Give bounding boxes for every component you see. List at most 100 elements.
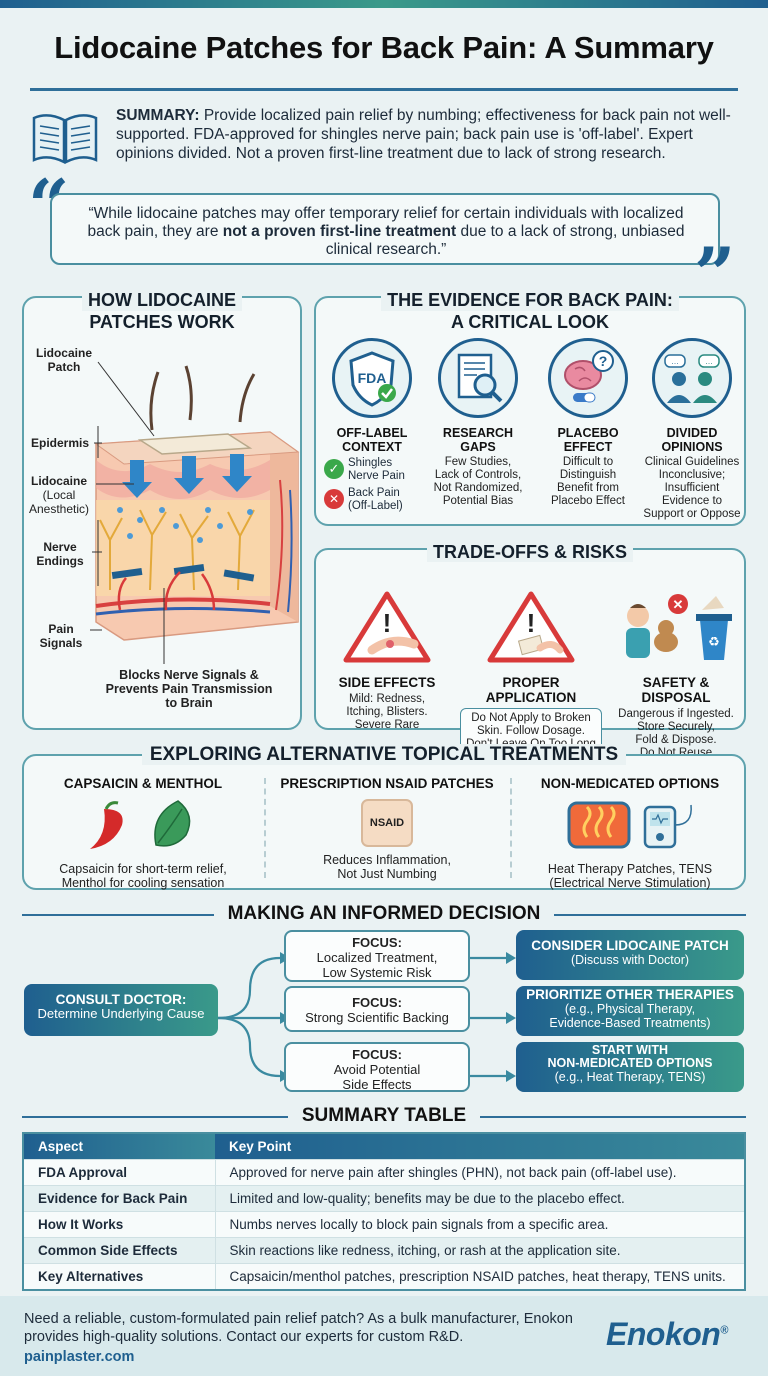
top-accent-bar <box>0 0 768 8</box>
page-title: Lidocaine Patches for Back Pain: A Summa… <box>54 30 714 65</box>
head-line: RESEARCH <box>442 426 514 440</box>
safety-heading: SAFETY & DISPOSAL <box>641 675 711 705</box>
result-body: (Discuss with Doctor) <box>570 953 690 967</box>
table-rule-right <box>480 1116 746 1118</box>
how-title-line1: HOW LIDOCAINE <box>82 289 242 311</box>
focus-line: Avoid Potential <box>333 1062 421 1077</box>
body-line: Severe Rare <box>354 719 420 731</box>
nonmed-column: NON-MEDICATED OPTIONS Heat Therapy Patch… <box>512 776 748 890</box>
quote-box: “While lidocaine patches may offer tempo… <box>50 193 720 265</box>
result-consider-lidocaine: CONSIDER LIDOCAINE PATCH(Discuss with Do… <box>516 930 744 980</box>
enokon-logo: Enokon® <box>606 1316 728 1353</box>
nsaid-heading: PRESCRIPTION NSAID PATCHES <box>280 776 494 791</box>
svg-text:♻: ♻ <box>708 635 720 650</box>
body-line: (Electrical Nerve Stimulation) <box>549 876 711 890</box>
epidermis-label: Epidermis <box>30 436 90 450</box>
body-line: Reduces Inflammation, <box>323 853 451 867</box>
table-cell: Common Side Effects <box>23 1237 216 1264</box>
body-line: Dangerous if Ingested. <box>618 708 734 720</box>
label-line: Patch <box>47 360 81 374</box>
focus-label: FOCUS: <box>352 935 402 950</box>
check-icon: ✓ <box>324 459 344 479</box>
body-line: Menthol for cooling sensation <box>61 876 225 890</box>
label-line: Lidocaine <box>35 346 92 360</box>
item-line: Shingles <box>348 457 393 469</box>
quote-emphasis: not a proven first-line treatment <box>222 223 457 240</box>
table-cell: Skin reactions like redness, itching, or… <box>215 1237 745 1264</box>
risks-title: TRADE-OFFS & RISKS <box>316 541 744 563</box>
label-line: Lidocaine <box>30 474 87 488</box>
body-line: Do Not Apply to Broken <box>471 712 591 724</box>
side-effects-body: Mild: Redness,Itching, Blisters.Severe R… <box>322 693 452 732</box>
table-cell: Key Alternatives <box>23 1263 216 1290</box>
capsaicin-column: CAPSAICIN & MENTHOL Capsaicin for short-… <box>24 776 262 890</box>
body-line: Insufficient <box>664 482 720 494</box>
table-cell: Capsaicin/menthol patches, prescription … <box>215 1263 745 1290</box>
label-line: Signals <box>39 636 83 650</box>
fda-badge-text: FDA <box>358 370 387 386</box>
body-line: Lack of Controls, <box>434 469 522 481</box>
column-divider <box>264 778 266 878</box>
offlabel-backpain-item: ✕ Back Pain(Off-Label) <box>322 487 422 513</box>
safety-column: ✕ ♻ SAFETY & DISPOSAL Dangerous if Ingest… <box>610 590 742 760</box>
column-divider <box>510 778 512 878</box>
head-line: PLACEBO <box>557 426 619 440</box>
label-line: Nerve <box>43 540 77 554</box>
svg-text:…: … <box>671 357 679 366</box>
quote-part: “While lidocaine patches may offer tempo… <box>87 205 684 240</box>
body-line: Support or Oppose <box>643 508 741 520</box>
label-leader-lines <box>90 361 165 664</box>
nonmed-heading: NON-MEDICATED OPTIONS <box>540 776 720 791</box>
column-header: Key Point <box>215 1133 745 1160</box>
quote-part: due to a lack of strong, unbiased clinic… <box>325 223 685 258</box>
svg-text:✕: ✕ <box>673 597 684 612</box>
body-line: Potential Bias <box>442 495 514 507</box>
body-line: Clinical Guidelines <box>644 456 740 468</box>
item-line: Back Pain <box>348 487 400 499</box>
body-line: Itching, Blisters. <box>346 706 428 718</box>
fda-shield-icon: FDA <box>332 338 412 418</box>
result-body: (e.g., Physical Therapy, <box>564 1002 696 1016</box>
decision-rule-left <box>22 914 214 916</box>
side-effects-heading: SIDE EFFECTS <box>338 675 436 690</box>
label-line: Endings <box>36 554 84 568</box>
summary-body: Provide localized pain relief by numbing… <box>116 107 731 162</box>
focus-label: FOCUS: <box>352 995 402 1010</box>
alternatives-panel: EXPLORING ALTERNATIVE TOPICAL TREATMENTS… <box>22 744 748 890</box>
focus-line: Side Effects <box>342 1077 412 1092</box>
x-icon: ✕ <box>324 489 344 509</box>
capsaicin-body: Capsaicin for short-term relief,Menthol … <box>24 862 262 890</box>
quote-text: “While lidocaine patches may offer tempo… <box>76 205 696 259</box>
application-heading: PROPER APPLICATION <box>485 675 577 705</box>
table-cell: Evidence for Back Pain <box>23 1185 216 1212</box>
warning-arm-icon: ! <box>343 591 431 663</box>
body-line: Fold & Dispose. <box>635 734 717 746</box>
head-line: EFFECT <box>563 440 613 454</box>
footer: Need a reliable, custom-formulated pain … <box>0 1296 768 1376</box>
how-title: HOW LIDOCAINE PATCHES WORK <box>24 289 300 333</box>
body-line: Not Randomized, <box>433 482 523 494</box>
decision-title: MAKING AN INFORMED DECISION <box>227 903 541 924</box>
consult-doctor-box: CONSULT DOCTOR:Determine Underlying Caus… <box>24 984 218 1036</box>
footer-website-link[interactable]: painplaster.com <box>24 1349 135 1365</box>
table-cell: Numbs nerves locally to block pain signa… <box>215 1211 745 1238</box>
body-line: Mild: Redness, <box>348 693 426 705</box>
side-effects-column: ! SIDE EFFECTS Mild: Redness,Itching, Bl… <box>322 590 452 732</box>
mechanism-caption: Blocks Nerve Signals &Prevents Pain Tran… <box>84 668 294 710</box>
head-line: CONTEXT <box>342 440 402 454</box>
result-heading: PRIORITIZE OTHER THERAPIES <box>526 987 734 1002</box>
consult-heading: CONSULT DOCTOR: <box>55 992 187 1007</box>
